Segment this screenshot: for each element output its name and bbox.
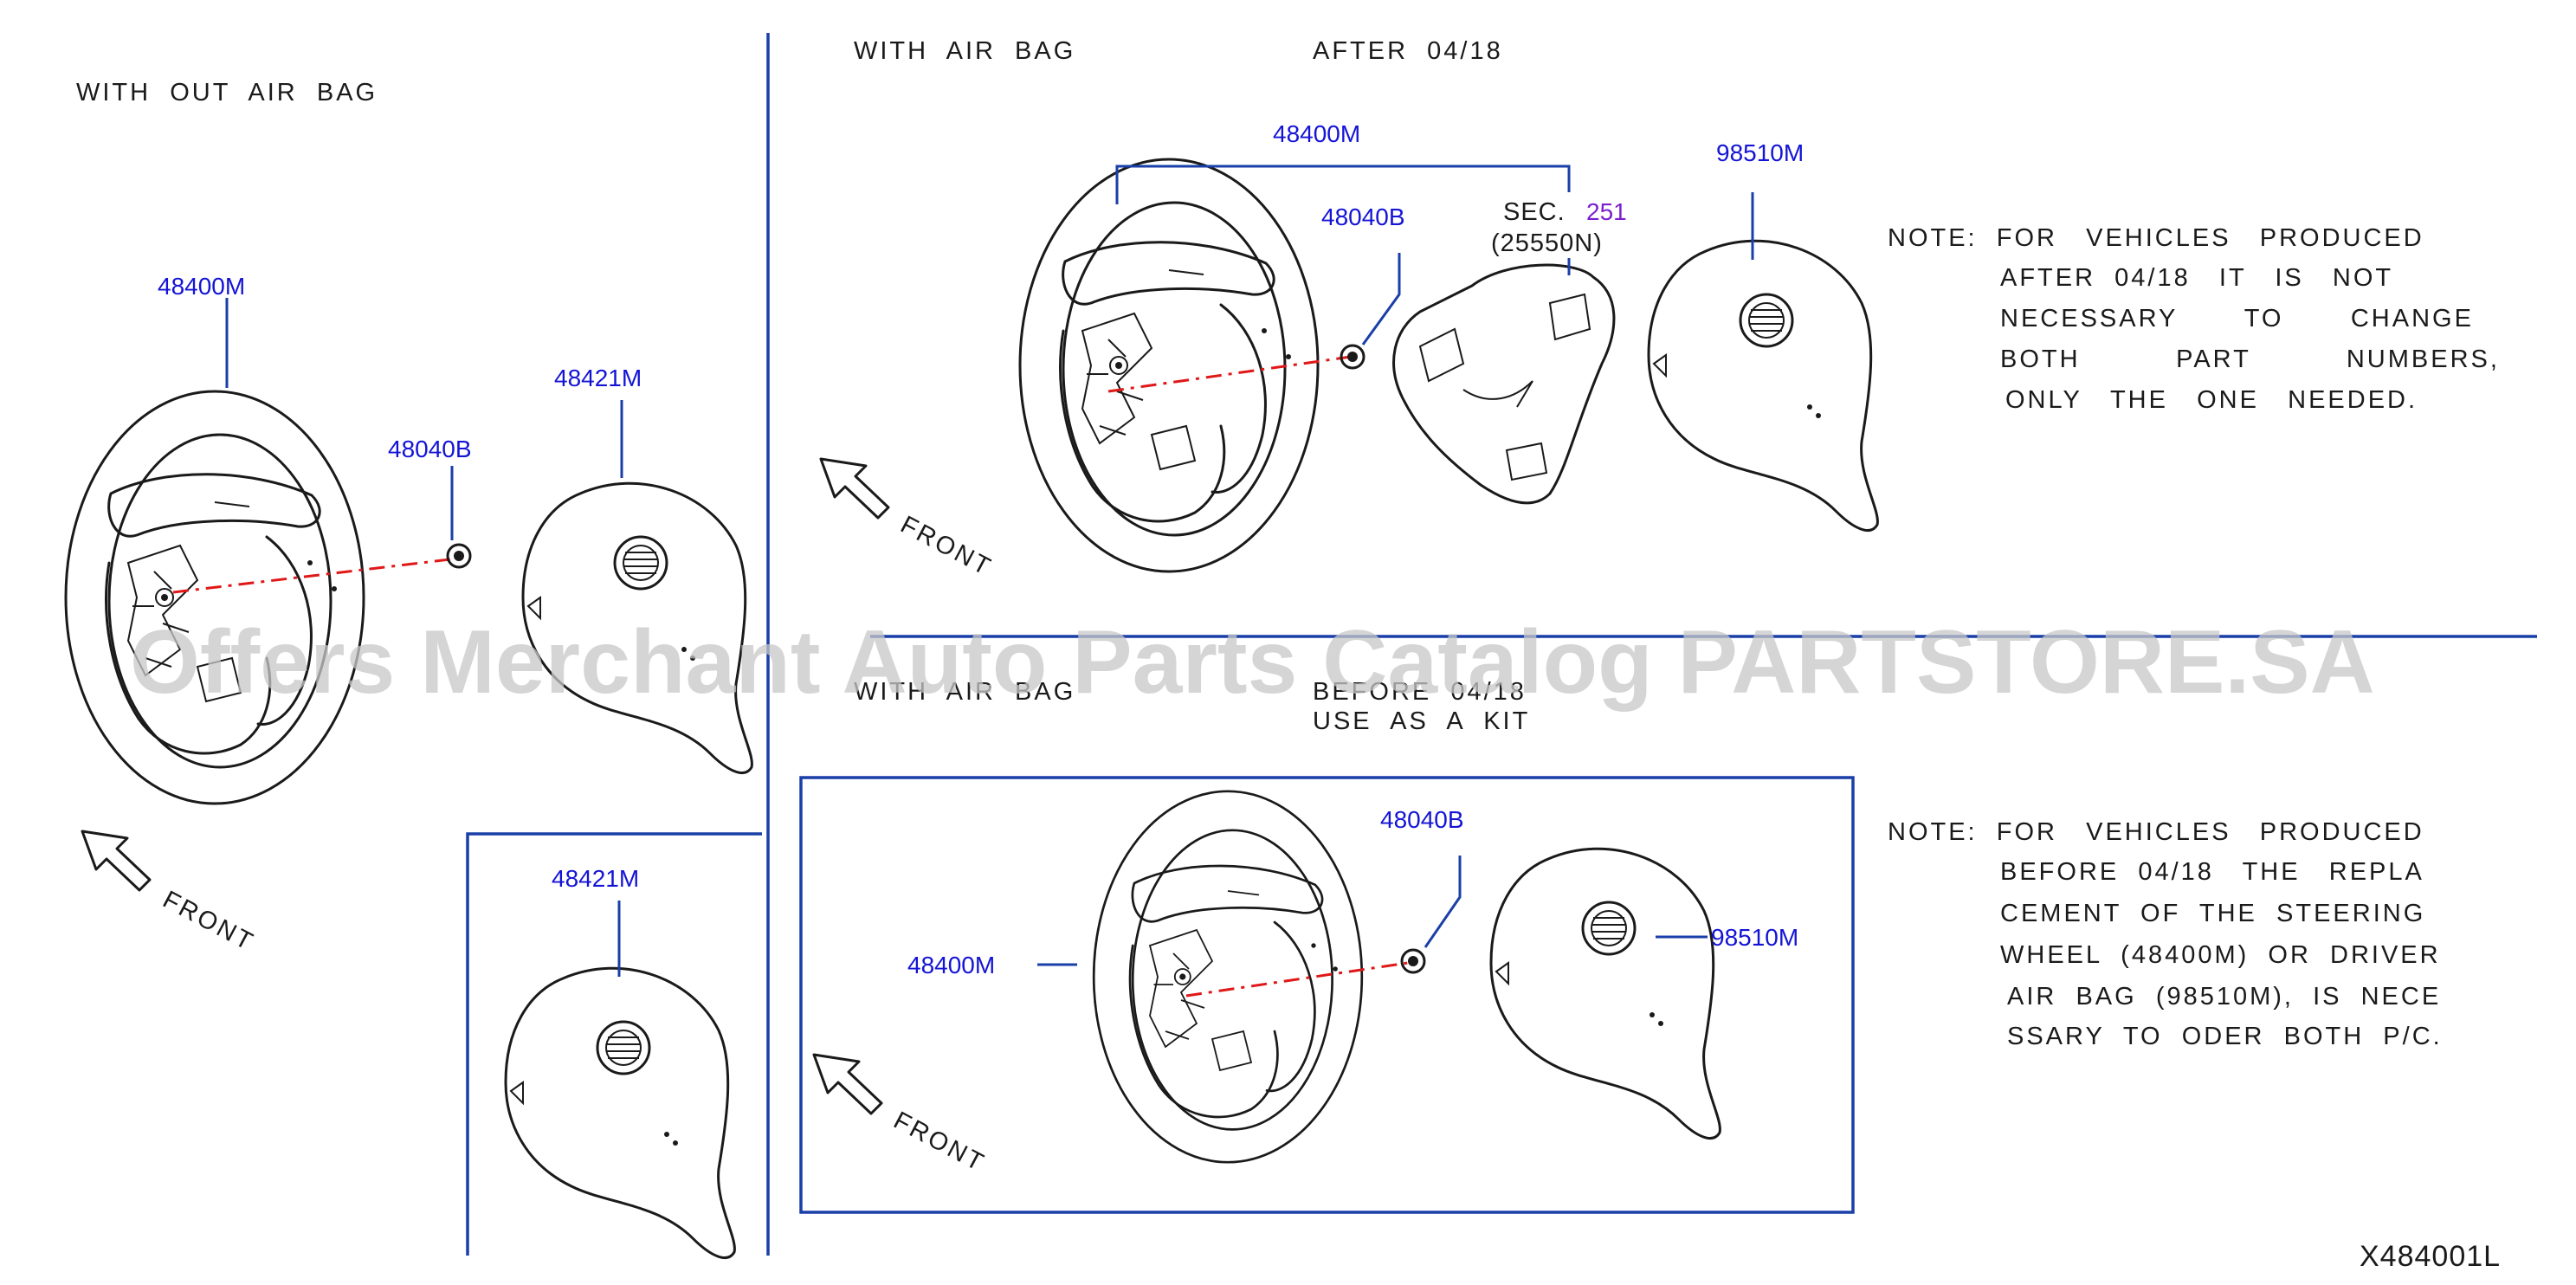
note-after-line: NOTE: FOR VEHICLES PRODUCED: [1888, 224, 2424, 252]
note-after-line: ONLY THE ONE NEEDED.: [2005, 386, 2418, 414]
part-48421m-top[interactable]: 48421M: [554, 365, 642, 391]
note-before-line: AIR BAG (98510M), IS NECE: [2007, 983, 2441, 1011]
note-before-line: WHEEL (48400M) OR DRIVER: [2000, 941, 2441, 969]
note-before-line: CEMENT OF THE STEERING: [2000, 900, 2425, 927]
sec-number-link[interactable]: 251: [1586, 198, 1627, 225]
note-after-line: BOTH PART NUMBERS,: [2000, 345, 2500, 373]
part-98510m-after[interactable]: 98510M: [1716, 139, 1804, 166]
note-before-line: SSARY TO ODER BOTH P/C.: [2007, 1023, 2443, 1050]
heading-after-date: AFTER 04/18: [1313, 37, 1503, 65]
nut-drawing-left: [446, 543, 472, 569]
leader-48040b-after: [1361, 253, 1401, 345]
note-before-line: BEFORE 04/18 THE REPLA: [2000, 858, 2424, 886]
switch-buttons-drawing: [1418, 293, 1591, 481]
part-48040b-left[interactable]: 48040B: [388, 436, 472, 462]
airbag-drawing-after: [1647, 239, 1879, 533]
steering-wheel-drawing-left: [64, 390, 365, 805]
heading-with-airbag-after: WITH AIR BAG: [854, 37, 1075, 65]
emblem-mark-drawing: [1462, 380, 1533, 408]
nut-drawing-after: [1340, 344, 1365, 370]
sec-prefix: SEC.: [1503, 198, 1566, 226]
pad-frame: [466, 832, 762, 1256]
part-98510m-before[interactable]: 98510M: [1711, 924, 1798, 951]
part-48400m-before[interactable]: 48400M: [907, 952, 995, 978]
part-48040b-before[interactable]: 48040B: [1380, 806, 1464, 833]
front-arrow-after: [819, 457, 890, 520]
assembly-axis-after: [1107, 355, 1352, 393]
switch-housing-drawing: [1392, 263, 1616, 505]
part-48400m-left[interactable]: 48400M: [158, 273, 245, 300]
part-48421m-detail[interactable]: 48421M: [552, 865, 639, 892]
note-after-line: NECESSARY TO CHANGE: [2000, 305, 2474, 333]
part-48400m-after[interactable]: 48400M: [1273, 120, 1360, 147]
note-after: NOTE: FOR VEHICLES PRODUCED AFTER 04/18 …: [1888, 224, 2500, 414]
airbag-drawing-before: [1489, 847, 1721, 1140]
heading-before-date: BEFORE 04/18: [1313, 678, 1527, 706]
pad-drawing-detail: [504, 966, 736, 1260]
watermark: Offers Merchant Auto Parts Catalog PARTS…: [130, 612, 2375, 713]
front-label-left: FRONT: [158, 886, 259, 957]
leader-48040b-before: [1424, 856, 1462, 948]
assembly-axis-before: [1185, 961, 1409, 998]
note-after-line: AFTER 04/18 IT IS NOT: [2000, 264, 2393, 292]
front-label-before: FRONT: [889, 1107, 990, 1178]
heading-use-as-kit: USE AS A KIT: [1313, 707, 1530, 735]
steering-wheel-drawing-after: [1018, 158, 1320, 573]
diagram-code: X484001L: [2360, 1240, 2501, 1273]
assembly-axis-left: [172, 558, 451, 594]
heading-with-airbag-before: WITH AIR BAG: [854, 678, 1075, 706]
note-before-line: NOTE: FOR VEHICLES PRODUCED: [1888, 818, 2424, 846]
note-before: NOTE: FOR VEHICLES PRODUCED BEFORE 04/18…: [1888, 818, 2443, 1050]
front-arrow-left: [81, 830, 152, 892]
front-arrow-before: [812, 1053, 883, 1115]
front-label-after: FRONT: [896, 511, 997, 582]
leader-bracket-48400m-after: [1115, 165, 1571, 204]
sec-part-number: (25550N): [1491, 229, 1603, 257]
kit-frame: [799, 776, 1855, 1214]
part-48040b-after[interactable]: 48040B: [1321, 203, 1405, 230]
heading-without-airbag: WITH OUT AIR BAG: [76, 79, 378, 107]
nut-drawing-before: [1400, 948, 1426, 974]
